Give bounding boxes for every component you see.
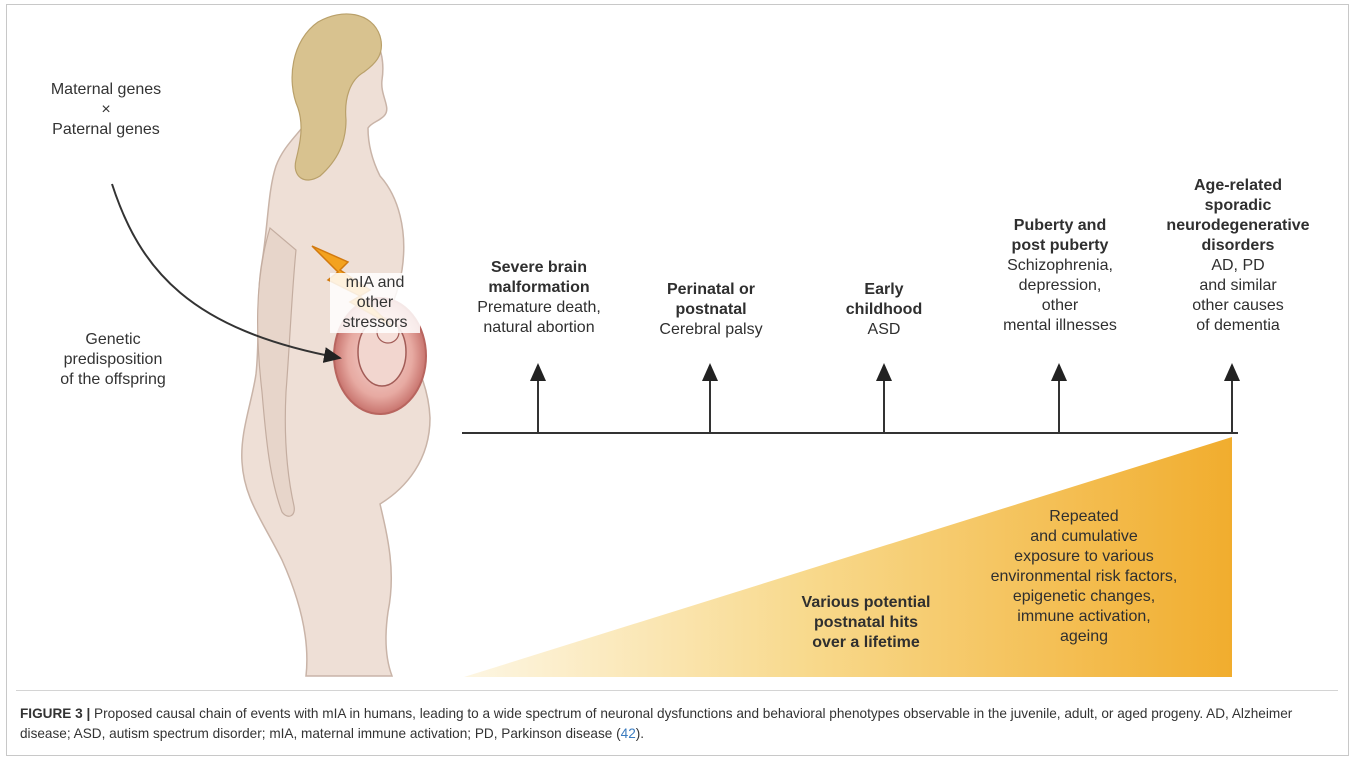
figure-area: Maternal genes × Paternal genes mIA and … bbox=[0, 0, 1358, 690]
stage-severe-malformation: Severe brain malformation Premature deat… bbox=[468, 258, 610, 338]
timeline-ticks bbox=[538, 365, 1232, 433]
caption-label: FIGURE 3 | bbox=[20, 706, 90, 721]
figure-caption: FIGURE 3 | Proposed causal chain of even… bbox=[20, 704, 1340, 744]
caption-end: ). bbox=[636, 726, 644, 741]
stage-age-related: Age-related sporadic neurodegenerative d… bbox=[1148, 176, 1328, 336]
caption-divider bbox=[16, 690, 1338, 691]
stage-perinatal: Perinatal or postnatal Cerebral palsy bbox=[642, 280, 780, 340]
postnatal-hits-label: Various potential postnatal hits over a … bbox=[776, 593, 956, 653]
caption-text: Proposed causal chain of events with mIA… bbox=[20, 706, 1292, 741]
parental-genes-label: Maternal genes × Paternal genes bbox=[20, 80, 192, 140]
caption-reference-link[interactable]: 42 bbox=[621, 726, 636, 741]
cumulative-exposure-label: Repeated and cumulative exposure to vari… bbox=[974, 507, 1194, 647]
stage-puberty: Puberty and post puberty Schizophrenia, … bbox=[985, 216, 1135, 336]
stage-early-childhood: Early childhood ASD bbox=[834, 280, 934, 340]
stressors-label: mIA and other stressors bbox=[330, 273, 420, 333]
genetic-predisposition-label: Genetic predisposition of the offspring bbox=[28, 330, 198, 390]
pregnant-woman-illustration bbox=[242, 14, 430, 676]
